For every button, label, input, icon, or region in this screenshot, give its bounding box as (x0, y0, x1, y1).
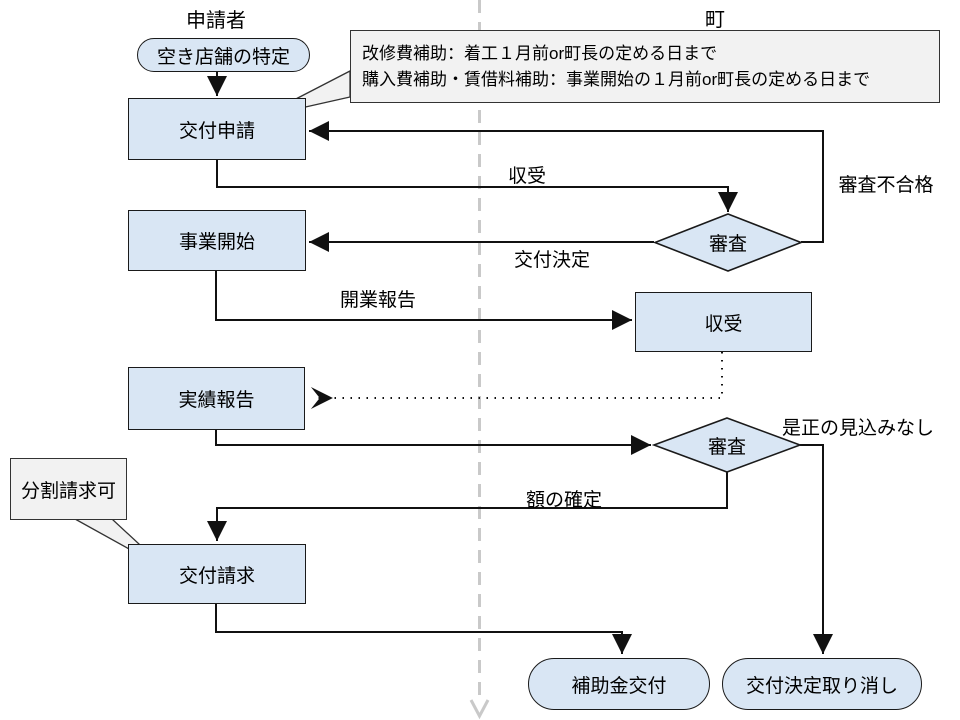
terminal-grant-cancel-node: 交付決定取り消し (722, 658, 922, 710)
edge-label-receipt: 収受 (507, 166, 547, 187)
process-receipt-node: 収受 (635, 292, 812, 352)
process-payment-request-node: 交付請求 (128, 544, 306, 604)
edge-label-opening-report: 開業報告 (339, 290, 417, 311)
deadline-callout-line1: 改修費補助：着工１月前or町長の定める日まで (362, 43, 718, 63)
edge-label-no-correction: 是正の見込みなし (781, 418, 935, 439)
terminal-start-node: 空き店舗の特定 (137, 38, 310, 72)
process-result-report-node: 実績報告 (128, 367, 305, 430)
process-apply-node: 交付申請 (128, 98, 306, 160)
split-request-callout: 分割請求可 (10, 458, 127, 520)
edge-receipt-to-result-report-dotted (310, 352, 723, 409)
edge-label-review-fail: 審査不合格 (838, 175, 934, 196)
process-business-start-node: 事業開始 (128, 210, 306, 271)
lane-header-town: 町 (705, 9, 725, 31)
terminal-subsidy-grant-node: 補助金交付 (528, 658, 710, 710)
review1-diamond (652, 213, 804, 272)
review2-diamond (651, 417, 803, 473)
deadline-callout: 改修費補助：着工１月前or町長の定める日まで 購入費補助・賃借料補助：事業開始の… (350, 30, 940, 103)
edge-apply-to-review1 (216, 160, 738, 212)
edge-result-report-to-review2 (215, 430, 651, 455)
lane-header-applicant: 申請者 (186, 10, 246, 32)
edge-label-grant-decision: 交付決定 (513, 250, 591, 271)
edge-review2-to-payment-request (207, 472, 728, 541)
edge-review2-to-grant-cancel (800, 444, 833, 654)
lane-divider (469, 0, 490, 720)
edge-business-start-to-receipt (215, 271, 632, 330)
deadline-callout-line2: 購入費補助・賃借料補助：事業開始の１月前or町長の定める日まで (362, 69, 871, 89)
edge-review1-fail-to-apply (309, 121, 824, 243)
edge-payment-request-to-subsidy-grant (215, 604, 632, 654)
edge-label-amount-fixed: 額の確定 (525, 490, 603, 511)
